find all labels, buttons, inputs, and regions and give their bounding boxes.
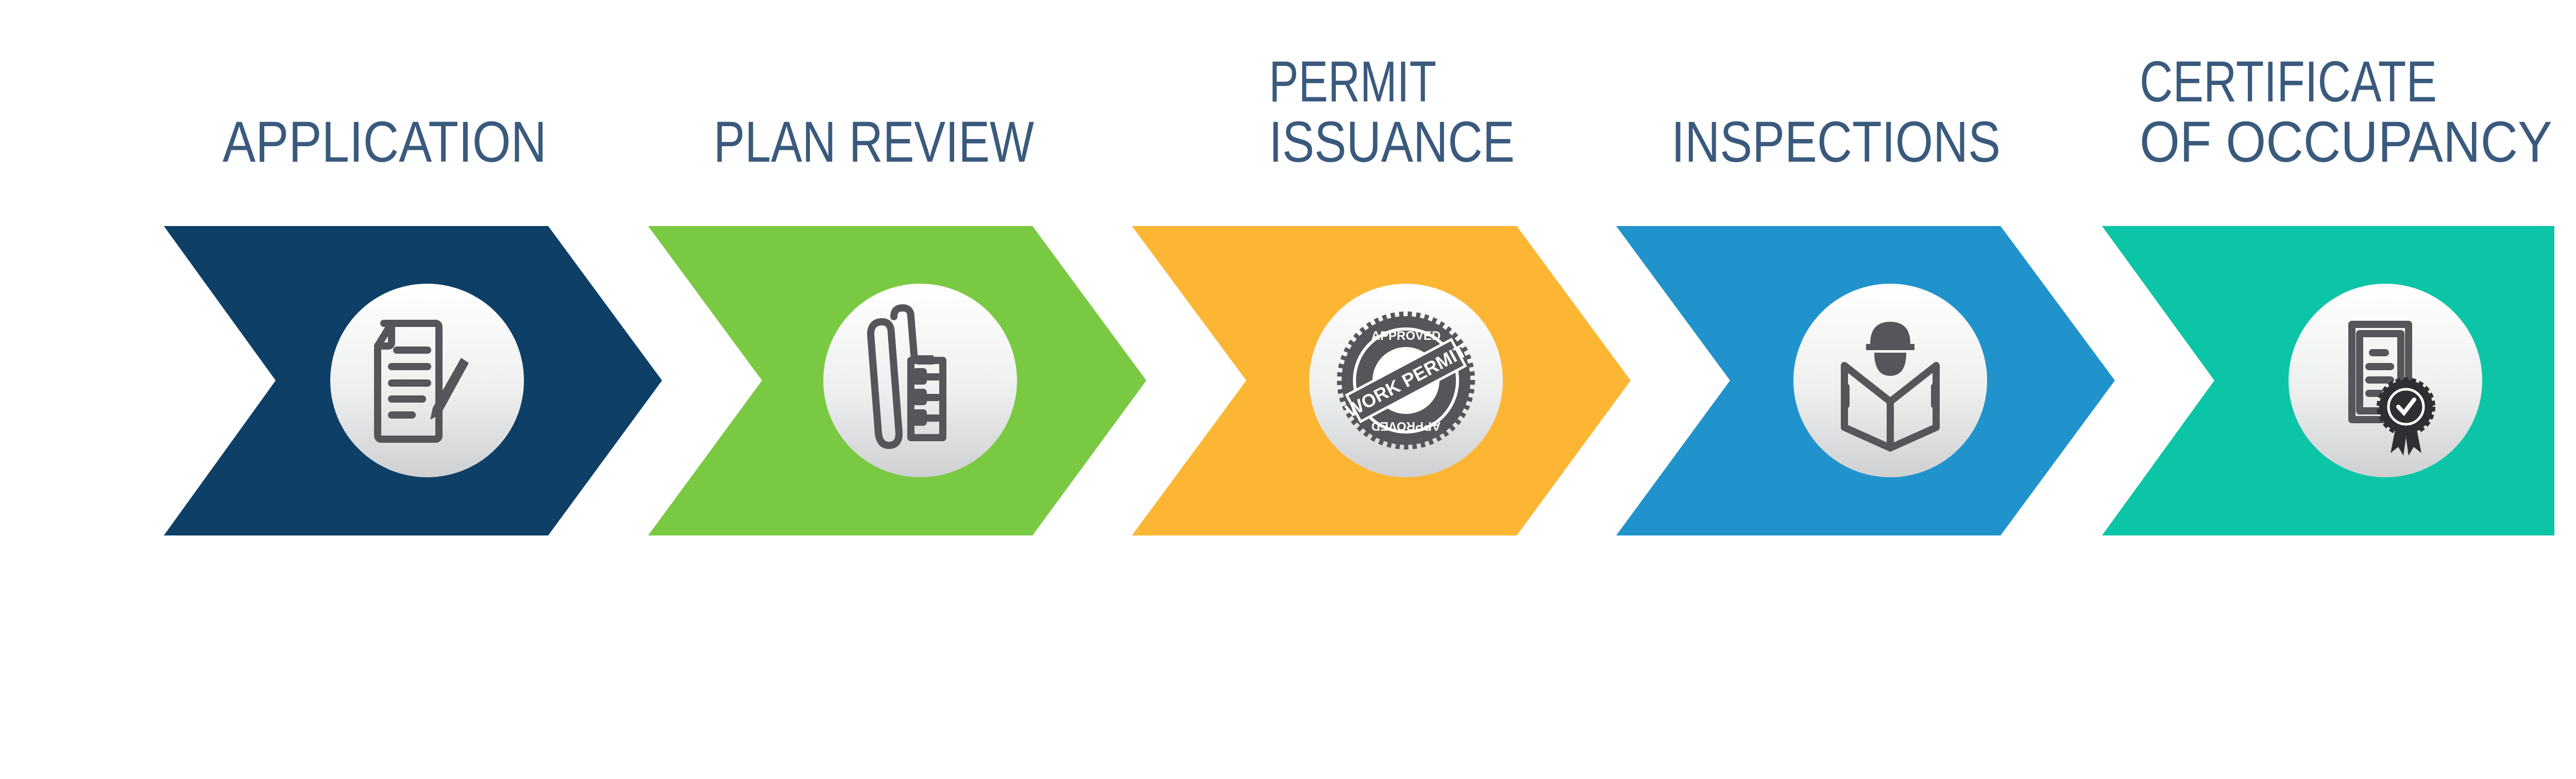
document-pen-icon xyxy=(374,320,469,443)
work-permit-stamp-icon: WORK PERMIT APPROVED APPROVED xyxy=(1337,311,1475,449)
certificate-badge-icon xyxy=(2348,321,2435,456)
blueprint-checklist-icon xyxy=(867,304,946,449)
inspector-reading-icon xyxy=(1841,322,1940,452)
step-label-certificate-line2: OF OCCUPANCY xyxy=(2140,110,2552,174)
step-label-certificate-line1: CERTIFICATE xyxy=(2140,49,2437,114)
step-label-plan-review: PLAN REVIEW xyxy=(714,110,1034,174)
step-label-inspections: INSPECTIONS xyxy=(1671,110,2001,174)
step-label-permit-issuance-line1: PERMIT xyxy=(1269,49,1436,114)
stamp-top-text: APPROVED xyxy=(1371,329,1441,343)
stamp-bottom-text: APPROVED xyxy=(1371,419,1441,433)
step-label-application: APPLICATION xyxy=(223,110,547,174)
step-label-permit-issuance-line2: ISSUANCE xyxy=(1269,110,1515,174)
